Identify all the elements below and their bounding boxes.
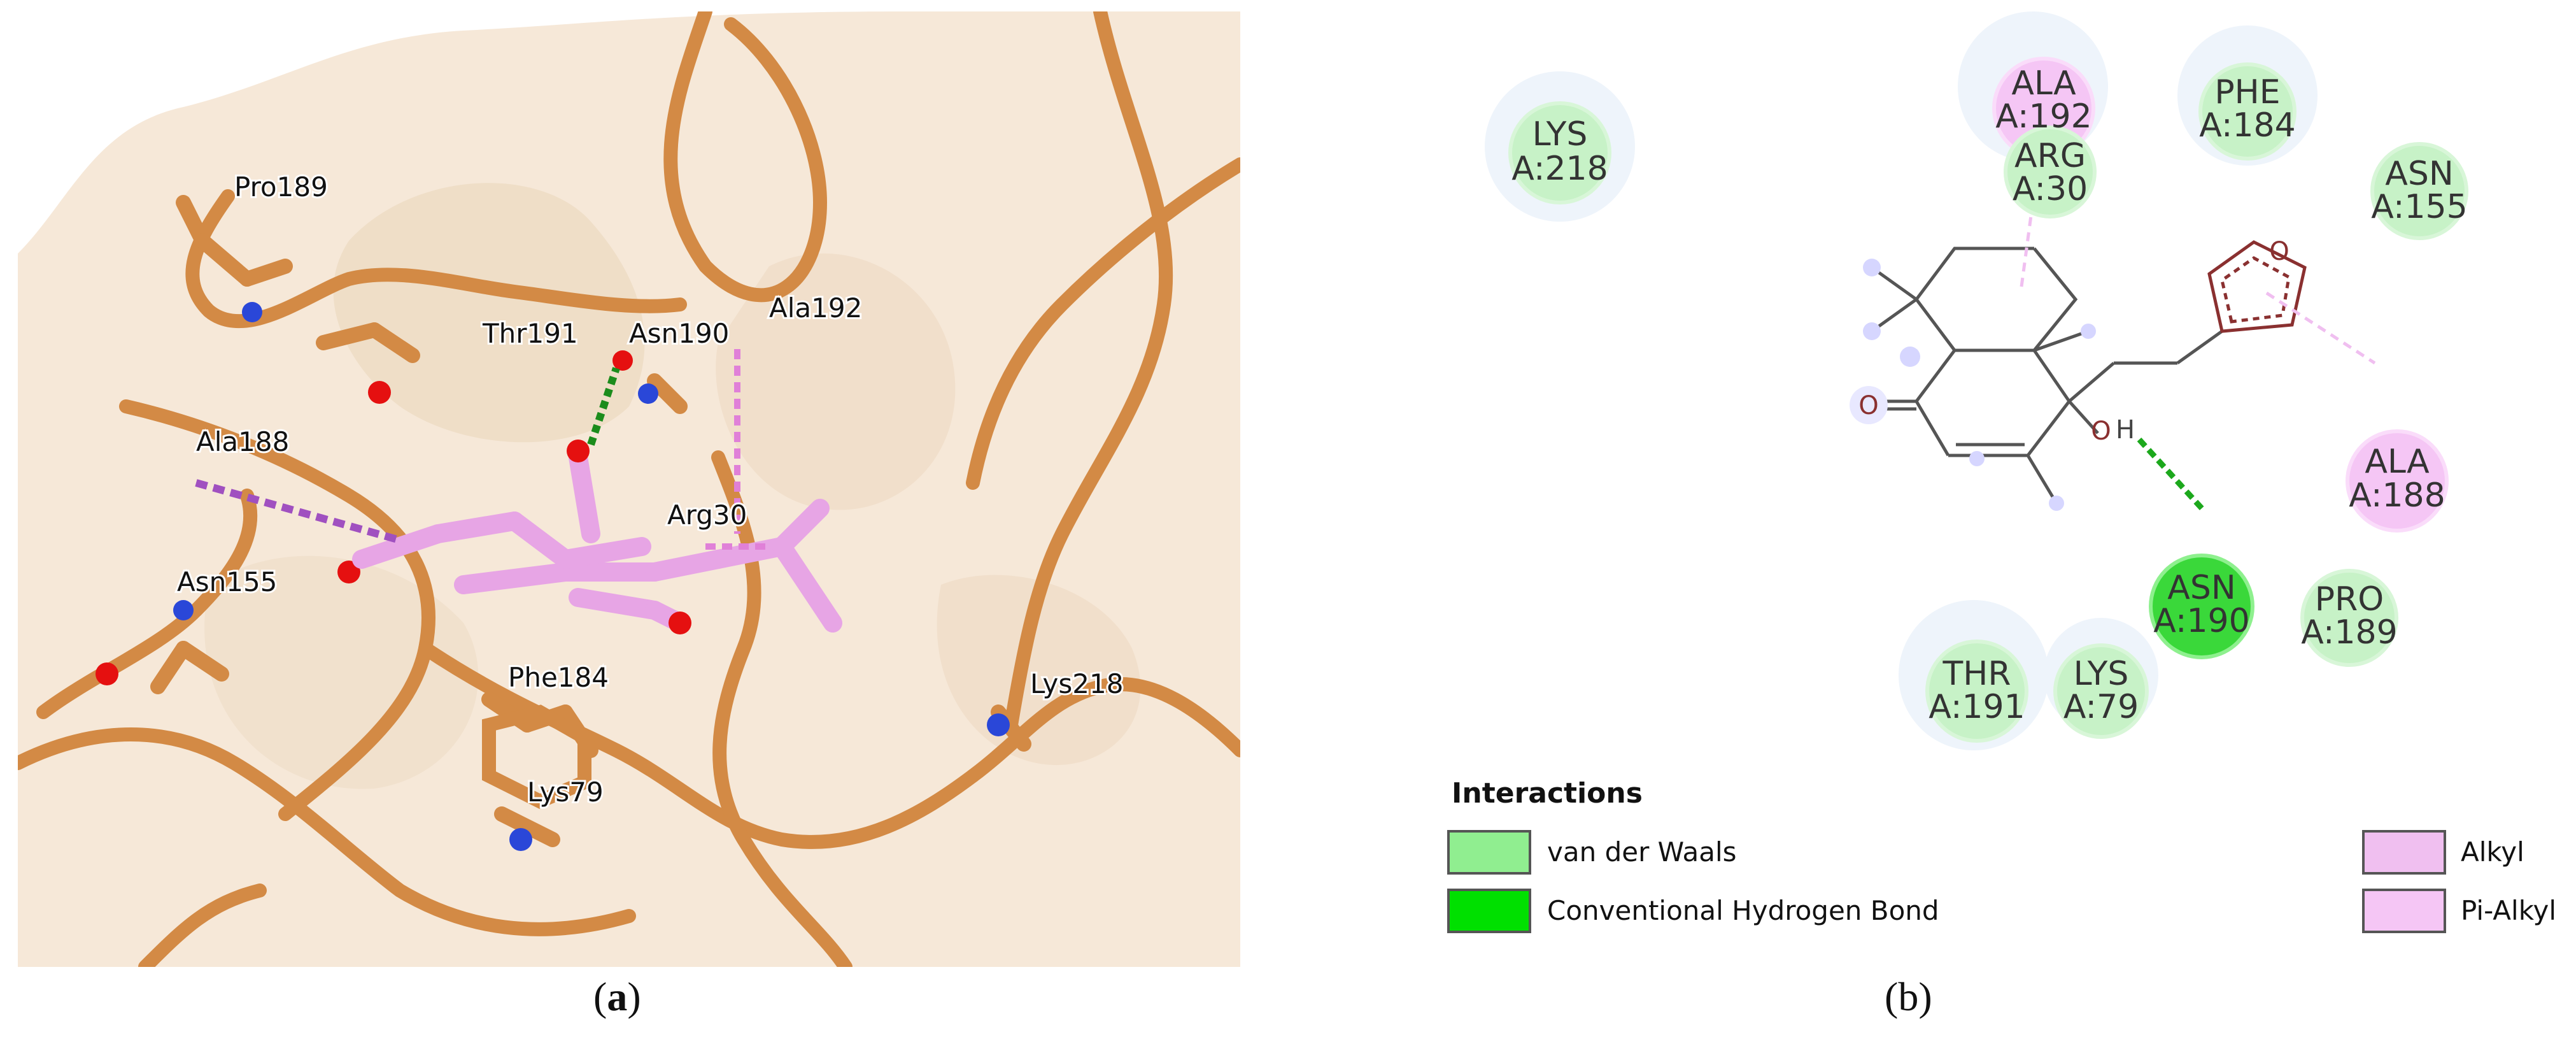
res-pro189-id: A:189 [2301,613,2397,652]
label-asn190: Asn190 [629,318,729,349]
label-ala192: Ala192 [769,292,862,324]
furan-o-label: O [2269,237,2289,266]
binding-site-3d-render: Pro189 Thr191 Asn190 Ala192 Ala188 Arg30… [11,4,1247,974]
residue-labels: Pro189 Thr191 Asn190 Ala192 Ala188 Arg30… [175,169,1125,810]
res-lys79-name: LYS [2074,655,2129,693]
res-phe184-name: PHE [2214,73,2280,111]
res-thr191-id: A:191 [1928,688,2025,726]
res-arg30-name: ARG [2014,137,2086,175]
res-ala188-id: A:188 [2349,476,2445,515]
res-ala188-name: ALA [2365,443,2430,481]
panel-a-3d-view: Pro189 Thr191 Asn190 Ala192 Ala188 Arg30… [11,4,1247,974]
label-ala188: Ala188 [196,426,289,457]
legend-swatch-vdw [1447,830,1531,875]
residue-labels-2d: LYS A:218 ALA A:192 ARG A:30 PHE A:184 A… [1511,64,2467,726]
res-lys218-name: LYS [1532,115,1588,154]
res-lys218-id: A:218 [1511,150,1608,188]
res-thr191-name: THR [1943,655,2011,693]
legend-swatch-pialkyl [2362,889,2446,933]
legend-label-alkyl: Alkyl [2461,836,2524,868]
legend-label-hbond: Conventional Hydrogen Bond [1547,895,1939,926]
label-arg30: Arg30 [667,499,747,531]
interaction-2d-diagram: O O H O LYS A:218 ALA A:192 ARG A:30 [1447,11,2556,933]
label-pro189: Pro189 [234,171,328,203]
res-asn155-id: A:155 [2371,188,2467,226]
ketone-o-label: O [1858,391,1878,420]
res-phe184-id: A:184 [2199,106,2295,145]
res-arg30-id: A:30 [2013,170,2088,208]
label-asn155: Asn155 [177,566,277,597]
legend-label-vdw: van der Waals [1547,836,1737,868]
hbond-asn190 [587,367,620,446]
legend-swatch-hbond [1447,889,1531,933]
res-asn155-name: ASN [2385,155,2453,193]
residue-nodes [1508,57,2468,743]
protein-surface [18,11,1240,967]
ligand-sticks [352,448,842,633]
caption-a: (a) [593,974,641,1019]
atom-highlights [1850,259,2096,511]
label-lys218: Lys218 [1030,668,1123,699]
res-ala192-name: ALA [2011,64,2076,103]
res-asn190-id: A:190 [2153,602,2249,640]
caption-b: (b) [1885,974,1932,1019]
hydroxyl-h-label: H [2116,415,2135,445]
legend: Interactions van der Waals Conventional … [1447,777,2556,933]
ligand-2d-structure [1871,240,2307,504]
legend-swatch-alkyl [2362,830,2446,875]
hbond-line-asn190 [2137,437,2205,512]
legend-title: Interactions [1452,777,1643,810]
panel-b-2d-diagram: O O H O LYS A:218 ALA A:192 ARG A:30 [1273,0,2576,994]
label-lys79: Lys79 [527,776,604,808]
res-ala192-id: A:192 [1995,97,2091,136]
res-pro189-name: PRO [2315,580,2384,619]
res-lys79-id: A:79 [2063,688,2139,726]
res-asn190-name: ASN [2167,569,2235,607]
label-phe184: Phe184 [508,662,609,693]
pialkyl-line-ala188 [2265,291,2376,365]
label-thr191: Thr191 [482,318,578,349]
legend-label-pialkyl: Pi-Alkyl [2461,895,2556,926]
hydroxyl-o-label: O [2091,417,2111,446]
